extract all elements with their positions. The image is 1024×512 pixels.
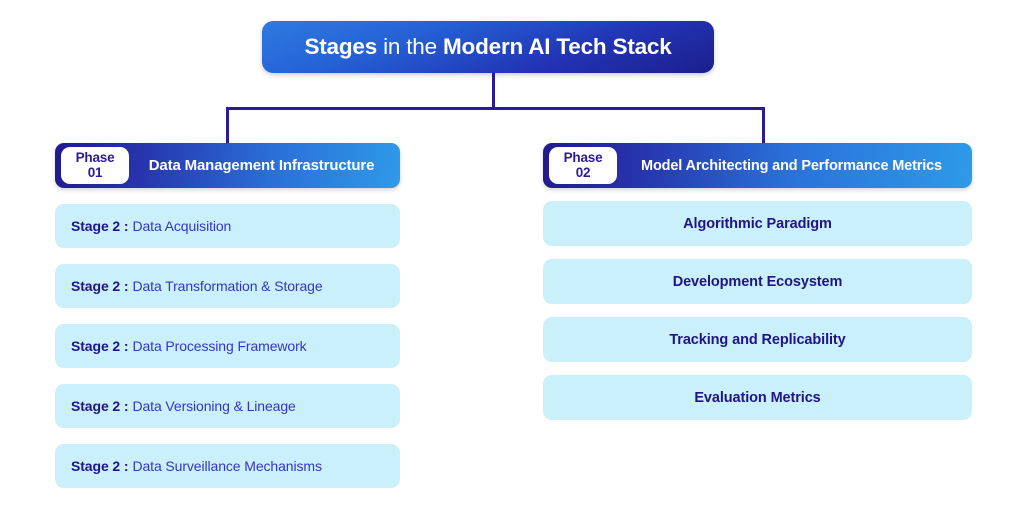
stage-item[interactable]: Stage 2 :Data Transformation & Storage — [55, 264, 400, 308]
phase-badge-01: Phase 01 — [61, 147, 129, 184]
connector-stub-left — [226, 107, 229, 147]
stage-label: Stage 2 :Data Surveillance Mechanisms — [71, 458, 322, 474]
title-tail: Modern AI Tech Stack — [443, 33, 672, 59]
phase-header-01[interactable]: Phase 01 Data Management Infrastructure — [55, 143, 400, 188]
stage-item[interactable]: Stage 2 :Data Processing Framework — [55, 324, 400, 368]
stage-item[interactable]: Stage 2 :Data Acquisition — [55, 204, 400, 248]
phase-column-02: Phase 02 Model Architecting and Performa… — [543, 143, 972, 420]
phase-badge-word-02: Phase — [563, 150, 603, 166]
title-lead: Stages — [304, 33, 378, 59]
phase-badge-number-02: 02 — [575, 164, 591, 180]
stage-name: Data Versioning & Lineage — [132, 398, 296, 414]
stage-name: Data Transformation & Storage — [132, 278, 323, 294]
title-middle: in the — [383, 33, 437, 59]
stage-prefix: Stage 2 : — [71, 458, 129, 474]
stage-item[interactable]: Stage 2 :Data Surveillance Mechanisms — [55, 444, 400, 488]
stage-label: Development Ecosystem — [672, 273, 843, 290]
stage-prefix: Stage 2 : — [71, 338, 129, 354]
stage-item[interactable]: Tracking and Replicability — [543, 317, 972, 362]
stage-item[interactable]: Development Ecosystem — [543, 259, 972, 304]
stage-label: Stage 2 :Data Versioning & Lineage — [71, 398, 296, 414]
stage-name: Data Processing Framework — [132, 338, 307, 354]
connector-trunk-vertical — [492, 69, 495, 110]
stage-item[interactable]: Evaluation Metrics — [543, 375, 972, 420]
stage-label: Algorithmic Paradigm — [683, 215, 832, 232]
phase-badge-02: Phase 02 — [549, 147, 617, 184]
phase-title-02: Model Architecting and Performance Metri… — [641, 157, 942, 174]
stage-item[interactable]: Stage 2 :Data Versioning & Lineage — [55, 384, 400, 428]
stage-label: Stage 2 :Data Processing Framework — [71, 338, 307, 354]
stage-label: Stage 2 :Data Transformation & Storage — [71, 278, 323, 294]
stage-prefix: Stage 2 : — [71, 278, 129, 294]
stage-prefix: Stage 2 : — [71, 398, 129, 414]
phase-badge-word-01: Phase — [75, 150, 115, 166]
stage-name: Data Acquisition — [132, 218, 232, 234]
stage-label: Tracking and Replicability — [669, 331, 846, 348]
stage-prefix: Stage 2 : — [71, 218, 129, 234]
phase-header-02[interactable]: Phase 02 Model Architecting and Performa… — [543, 143, 972, 188]
page-title: Stages in the Modern AI Tech Stack — [304, 33, 672, 59]
phase-column-01: Phase 01 Data Management Infrastructure … — [55, 143, 400, 488]
stage-label: Stage 2 :Data Acquisition — [71, 218, 231, 234]
diagram-title-card: Stages in the Modern AI Tech Stack — [262, 21, 714, 73]
connector-horizontal-bar — [226, 107, 765, 110]
stage-name: Data Surveillance Mechanisms — [132, 458, 322, 474]
stage-label: Evaluation Metrics — [694, 389, 821, 406]
phase-title-01: Data Management Infrastructure — [148, 157, 375, 174]
stage-item[interactable]: Algorithmic Paradigm — [543, 201, 972, 246]
connector-stub-right — [762, 107, 765, 147]
phase-badge-number-01: 01 — [87, 164, 103, 180]
